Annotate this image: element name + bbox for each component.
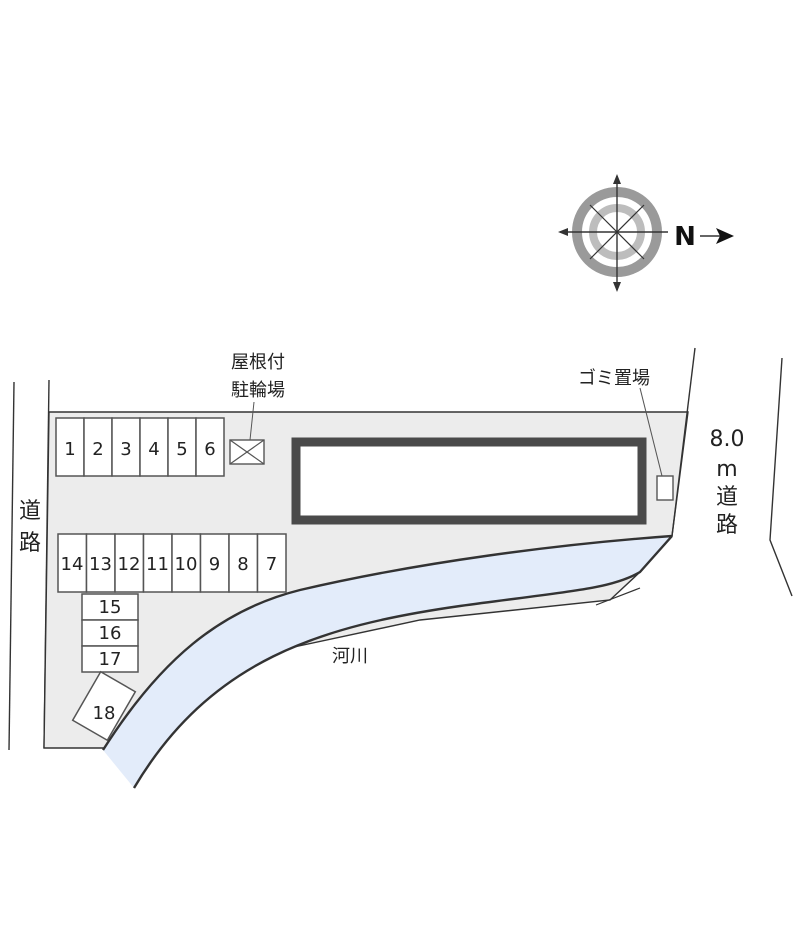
parking-number: 8 [237,554,248,575]
parking-spot-8 [228,533,259,593]
parking-spot-17 [81,645,139,673]
parking-spot-15 [81,593,139,621]
bike-parking-cross-b [229,439,265,465]
parking-spot-18 [71,670,137,742]
parking-number: 5 [176,439,187,460]
parking-row-top: 1 2 3 4 5 6 [55,417,225,477]
parking-number: 1 [64,439,75,460]
parking-number: 4 [148,439,159,460]
parking-spot-5 [167,417,197,477]
building [291,437,647,525]
north-label: N [674,222,696,252]
road-width-unit: m [716,457,737,482]
river-bank-north [101,534,673,751]
parking-spot-14 [57,533,88,593]
parking-number: 9 [209,554,220,575]
parking-spot-12 [114,533,145,593]
parking-spot-16 [81,619,139,647]
parking-number: 3 [120,439,131,460]
parking-number: 17 [99,649,122,670]
road-left-edge-outer [8,381,15,751]
parking-spot-11 [142,533,173,593]
bike-parking-label-1: 屋根付 [231,352,285,373]
river-label: 河川 [332,646,368,667]
road-left-label-1: 道 [19,499,41,524]
parking-number: 14 [61,554,84,575]
garbage-station [656,475,674,501]
road-width-value: 8.0 [710,427,745,452]
parking-number: 6 [204,439,215,460]
parking-spot-10 [171,533,202,593]
parking-row-middle: 14 13 12 11 10 9 8 7 [57,533,287,593]
parking-number: 2 [92,439,103,460]
bike-parking-label-2: 駐輪場 [231,380,285,401]
road-left-label-2: 路 [19,531,41,556]
parking-spot-6 [195,417,225,477]
road-right-label-2: 路 [716,513,738,538]
parking-number: 12 [118,554,141,575]
river-bank-tail [595,587,641,606]
parking-spot-4 [139,417,169,477]
parking-number: 18 [93,703,116,724]
bike-parking-leader [249,401,255,441]
garbage-leader [639,387,663,477]
parking-number: 16 [99,623,122,644]
parking-spot-9 [199,533,230,593]
parking-number: 7 [266,554,277,575]
compass-icon [558,174,734,292]
parking-number: 13 [89,554,112,575]
parking-spot-7 [256,533,287,593]
river [103,536,672,788]
river-bank-south [132,535,673,789]
parking-column: 15 16 17 [81,593,139,673]
parking-spot-18-group [71,670,137,742]
parking-number: 11 [146,554,169,575]
road-right-edge-inner [671,347,696,537]
road-right-edge-outer [769,357,793,597]
road-right-label-1: 道 [716,485,738,510]
parking-number: 10 [175,554,198,575]
garbage-label: ゴミ置場 [578,368,650,389]
parking-number: 15 [99,597,122,618]
